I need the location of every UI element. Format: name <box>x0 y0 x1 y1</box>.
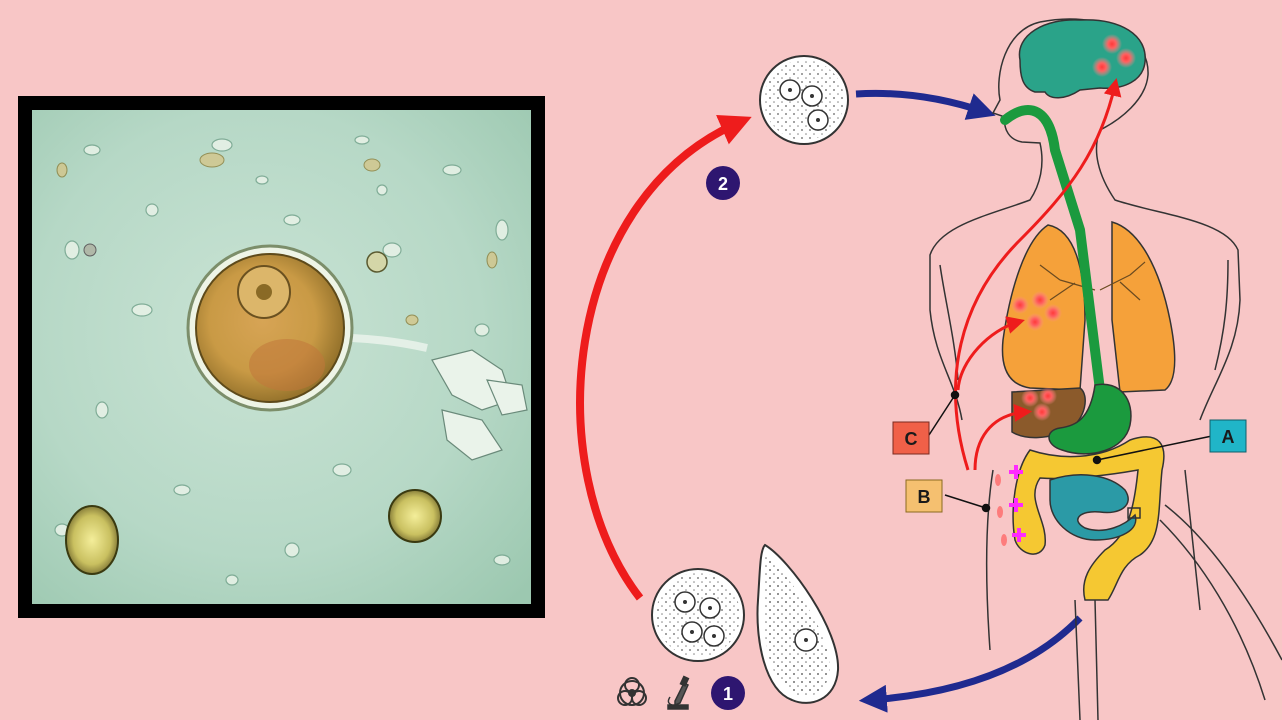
ulcer-spots <box>995 474 1007 546</box>
esophagus <box>1000 105 1105 395</box>
invasion-markers <box>1009 465 1026 542</box>
svg-text:B: B <box>918 487 931 507</box>
step-badge-2: 2 <box>706 166 740 200</box>
svg-text:1: 1 <box>723 684 733 704</box>
cyst-stage-1 <box>651 568 745 662</box>
cyst-micrograph <box>32 110 531 604</box>
svg-text:C: C <box>905 429 918 449</box>
svg-text:2: 2 <box>718 174 728 194</box>
infection-arrow <box>576 114 752 601</box>
right-lung <box>1111 221 1176 393</box>
ingestion-arrow <box>855 89 996 120</box>
trophozoite <box>756 543 840 704</box>
human-body <box>929 18 1282 720</box>
microscope-photo <box>18 96 545 618</box>
ileocecal-marker <box>1127 507 1141 519</box>
dissemination-to-lung <box>956 316 1025 391</box>
svg-text:A: A <box>1222 427 1235 447</box>
excretion-arrow <box>858 615 1083 713</box>
colon <box>1012 436 1165 601</box>
dissemination-to-liver <box>973 403 1033 471</box>
step-badge-1: 1 <box>711 676 745 710</box>
site-label-a: A <box>1209 419 1247 453</box>
small-intestine <box>1049 474 1137 541</box>
site-label-c: C <box>892 421 930 455</box>
cyst-stage-2 <box>759 55 849 145</box>
site-label-b: B <box>905 479 943 513</box>
microscope-icon <box>667 675 690 710</box>
biohazard-icon <box>617 677 647 706</box>
stomach <box>1048 383 1132 455</box>
